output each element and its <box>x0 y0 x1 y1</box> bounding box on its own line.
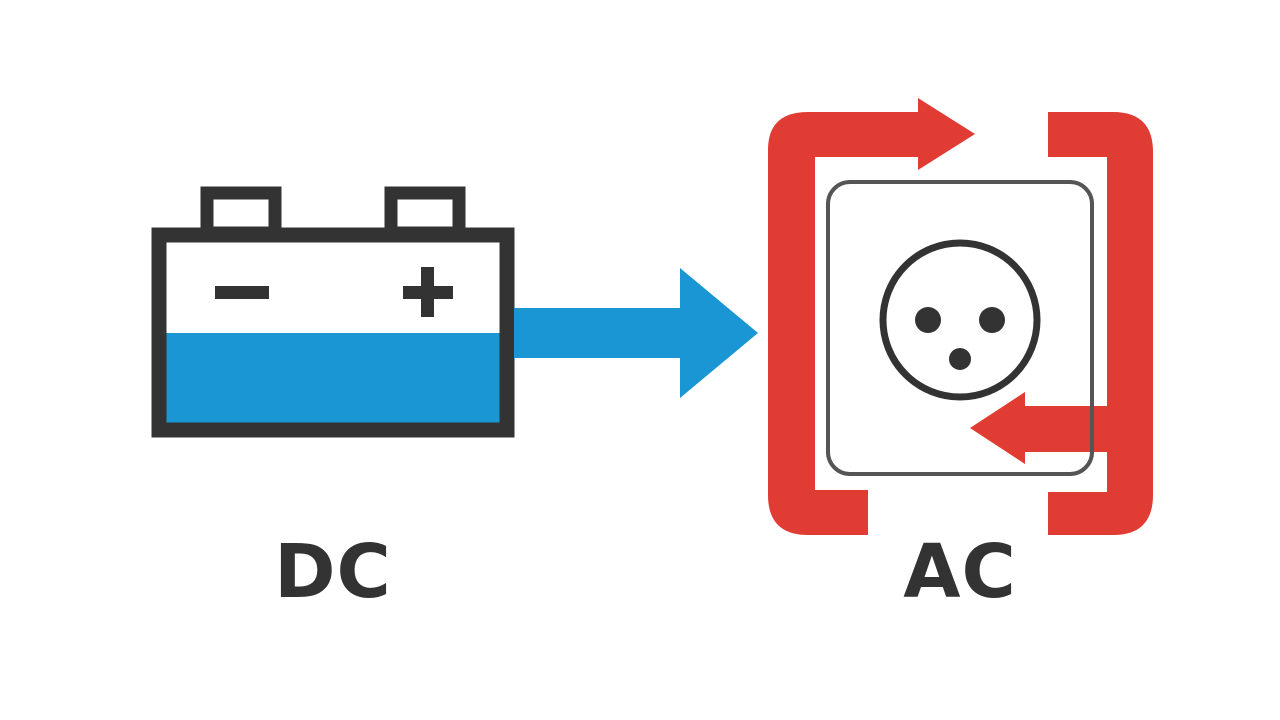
right-bracket <box>1048 112 1153 535</box>
plus-icon <box>403 267 453 317</box>
outlet-frame <box>826 180 1094 476</box>
socket-hole-ground <box>949 348 971 370</box>
left-bracket <box>768 112 928 535</box>
dc-label: DC <box>274 529 392 615</box>
battery-icon <box>151 186 515 438</box>
outlet-socket <box>879 239 1041 401</box>
cycle-arrows-icon <box>768 98 1153 535</box>
battery-terminal-negative <box>200 186 282 240</box>
top-arrow-head <box>918 98 975 170</box>
socket-hole-right <box>979 307 1005 333</box>
ac-label: AC <box>903 529 1017 615</box>
battery-terminal-positive <box>384 186 466 240</box>
power-outlet-icon <box>826 180 1094 476</box>
battery-charge-fill <box>160 333 507 430</box>
bottom-arrow-head <box>970 392 1025 464</box>
socket-hole-left <box>915 307 941 333</box>
conversion-arrow-icon <box>514 268 758 398</box>
bottom-arrow-shaft <box>1012 406 1122 452</box>
battery-body <box>151 227 515 438</box>
minus-icon <box>215 286 269 299</box>
